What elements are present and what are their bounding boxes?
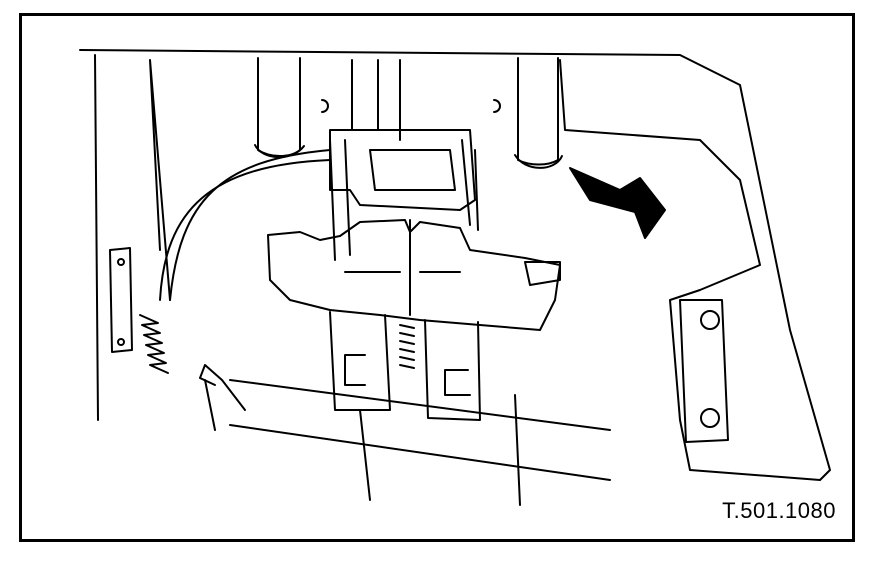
indicator-arrow	[569, 167, 666, 239]
body-outline	[79, 49, 831, 481]
hinge-bracket	[679, 299, 729, 443]
carrier-plate	[267, 219, 561, 331]
baseline-2	[229, 424, 611, 481]
spring-hook	[199, 364, 246, 411]
clip-c-right	[444, 369, 471, 396]
lower-clip-left	[329, 311, 391, 411]
hook-rod	[204, 379, 216, 431]
clip-c-left	[344, 354, 366, 386]
center-spring	[399, 324, 415, 369]
baseline-1	[229, 379, 611, 431]
bracket-side-left	[329, 139, 351, 261]
hinge-hole-top	[700, 310, 720, 330]
bracket-side-right	[461, 139, 479, 231]
mount-hole-right	[493, 99, 501, 113]
cable-down-left	[359, 409, 371, 501]
figure-frame	[19, 13, 855, 542]
left-cylinder	[257, 57, 301, 157]
left-panel-edge	[94, 54, 171, 421]
right-cylinder	[517, 57, 559, 166]
left-bracket	[109, 247, 133, 353]
cable-inner	[159, 159, 331, 301]
bracket-hole-1	[117, 258, 125, 266]
bracket-top	[329, 129, 476, 211]
hinge-hole-bottom	[700, 408, 720, 428]
left-cylinder-base	[254, 144, 305, 159]
right-cylinder-base	[514, 154, 563, 169]
central-column	[351, 59, 401, 141]
figure-reference: T.501.1080	[722, 498, 836, 523]
mount-hole-left	[321, 99, 329, 113]
bracket-hole-2	[117, 338, 125, 346]
lower-clip-right	[424, 319, 481, 421]
cable-down-right	[514, 394, 521, 506]
bracket-inner	[369, 149, 456, 191]
coil-spring	[139, 314, 169, 374]
plate-tab	[524, 261, 561, 286]
cable-main	[169, 149, 331, 301]
